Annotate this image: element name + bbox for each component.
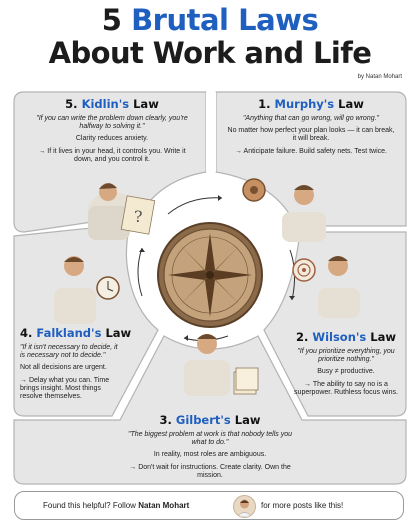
footer-suffix: for more posts like this! (261, 501, 344, 510)
murphy-illustration (242, 178, 326, 242)
law-falkland: 4. Falkland's Law "If it isn't necessary… (20, 326, 131, 401)
law-murphy-suffix: Law (338, 97, 364, 111)
wilson-illustration (292, 256, 360, 318)
avatar-icon (236, 499, 253, 517)
page-title-line1: 5 Brutal Laws (0, 4, 420, 36)
law-gilbert-line1: In reality, most roles are ambiguous. (153, 451, 267, 459)
law-wilson-quote: "If you prioritize everything, you prior… (297, 348, 395, 364)
law-murphy-line1: No matter how perfect your plan looks — … (227, 127, 395, 143)
law-murphy-name: Murphy's (274, 97, 335, 111)
law-falkland-suffix: Law (105, 326, 132, 340)
law-murphy-title: 1. Murphy's Law (226, 97, 396, 111)
footer-author[interactable]: Natan Mohart (138, 501, 190, 510)
page-title-line2: About Work and Life (48, 36, 372, 70)
law-gilbert-quote: "The biggest problem at work is that nob… (128, 431, 292, 447)
svg-text:?: ? (134, 207, 143, 226)
law-gilbert-name: Gilbert's (175, 413, 231, 427)
law-wilson-line1: Busy ≠ productive. (317, 368, 375, 376)
footer-prefix: Found this helpful? Follow (43, 501, 136, 510)
kidlin-illustration: ? (88, 183, 156, 240)
law-kidlin-line2: → If it lives in your head, it controls … (38, 147, 186, 163)
law-kidlin-line1: Clarity reduces anxiety. (75, 135, 149, 143)
panel-kidlin (13, 91, 207, 233)
title-accent: Brutal Laws (131, 3, 319, 37)
law-wilson-suffix: Law (370, 330, 396, 344)
law-gilbert: 3. Gilbert's Law "The biggest problem at… (124, 413, 296, 480)
law-falkland-title: 4. Falkland's Law (20, 326, 131, 340)
law-falkland-line2: → Delay what you can. Time brings insigh… (20, 376, 110, 401)
law-kidlin-name: Kidlin's (81, 97, 130, 111)
compass-icon (157, 222, 263, 328)
law-murphy-line2: → Anticipate failure. Build safety nets.… (234, 147, 387, 155)
law-kidlin: 5. Kidlin's Law "If you can write the pr… (30, 97, 194, 164)
gilbert-illustration (184, 334, 259, 396)
law-wilson-line2: → The ability to say no is a superpower.… (294, 380, 398, 396)
footer-cta: Found this helpful? Follow Natan Mohart (43, 501, 189, 510)
law-falkland-name: Falkland's (36, 326, 102, 340)
law-wilson-title: 2. Wilson's Law (292, 330, 400, 344)
footer-banner: Found this helpful? Follow Natan Mohart … (14, 491, 404, 520)
law-wilson: 2. Wilson's Law "If you prioritize every… (292, 330, 400, 397)
byline: by Natan Mohart (357, 74, 402, 80)
law-murphy: 1. Murphy's Law "Anything that can go wr… (226, 97, 396, 156)
law-kidlin-quote: "If you can write the problem down clear… (36, 115, 188, 131)
law-kidlin-suffix: Law (133, 97, 159, 111)
law-murphy-quote: "Anything that can go wrong, will go wro… (242, 115, 380, 122)
law-falkland-line1: Not all decisions are urgent. (20, 364, 107, 372)
law-murphy-number: 1. (258, 97, 271, 111)
law-gilbert-title: 3. Gilbert's Law (124, 413, 296, 427)
law-wilson-name: Wilson's (312, 330, 367, 344)
law-kidlin-title: 5. Kidlin's Law (30, 97, 194, 111)
law-gilbert-line2: → Don't wait for instructions. Create cl… (129, 463, 291, 479)
falkland-illustration (54, 256, 120, 324)
author-avatar[interactable] (233, 495, 256, 518)
law-kidlin-number: 5. (65, 97, 78, 111)
title-number: 5 (101, 3, 122, 37)
law-wilson-number: 2. (296, 330, 309, 344)
law-falkland-number: 4. (20, 326, 33, 340)
law-gilbert-number: 3. (159, 413, 172, 427)
law-gilbert-suffix: Law (234, 413, 261, 427)
law-falkland-quote: "If it isn't necessary to decide, it is … (20, 344, 118, 360)
cycle-arrowheads (139, 195, 295, 341)
panel-gaps (206, 92, 216, 172)
